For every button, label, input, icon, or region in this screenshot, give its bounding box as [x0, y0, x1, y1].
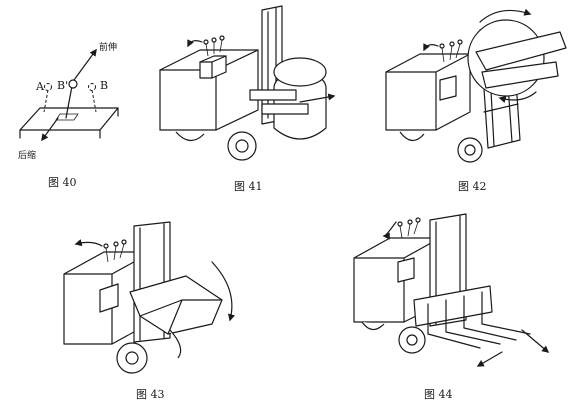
- fig40-label-b: B: [100, 79, 108, 92]
- fig40-lever: [65, 85, 73, 119]
- fig42-forklift-rotating-clamp: 图 42: [385, 8, 567, 193]
- fig41-caption: 图 41: [234, 180, 263, 193]
- fig43-forklift-bucket: 图 43: [63, 221, 235, 401]
- fig44-forks: [427, 291, 531, 349]
- fig43-front-wheel: [116, 342, 148, 374]
- fig40-label-a: A: [35, 80, 45, 93]
- fig40-label-forward: 前伸: [99, 41, 117, 53]
- fig40-lever-knob: [68, 79, 78, 89]
- fig40-label-backward: 后缩: [18, 149, 36, 161]
- fig44-front-wheel: [398, 326, 426, 354]
- fig40-joystick-diagram: A B' B 前伸 后缩 图 40: [18, 41, 119, 189]
- fig40-label-b-prime: B': [57, 79, 68, 92]
- fig42-caption: 图 42: [458, 180, 487, 193]
- fig40-backward-arrow: [41, 117, 59, 142]
- fig40-base-plate: [19, 107, 119, 131]
- fig44-caption: 图 44: [424, 388, 453, 401]
- fig44-forklift-side-shift-forks: 图 44: [353, 213, 550, 401]
- fig41-forklift-drum-clamp: 图 41: [159, 5, 336, 193]
- fig44-fork-carriage: [413, 285, 493, 327]
- fig40-caption: 图 40: [48, 176, 77, 189]
- fig43-caption: 图 43: [136, 388, 165, 401]
- fig41-front-wheel: [227, 131, 257, 161]
- fig40-forward-arrow: [73, 48, 97, 81]
- fig42-body: [385, 53, 471, 131]
